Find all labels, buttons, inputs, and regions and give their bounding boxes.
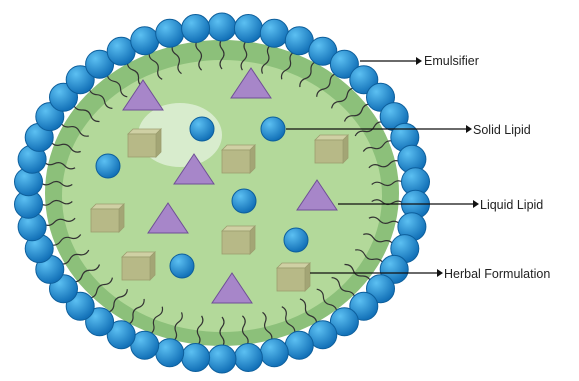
emulsifier-head-icon [156,339,184,367]
emulsifier-head-icon [131,27,159,55]
herbal-formulation-cube-icon [128,129,161,157]
solid-lipid-dot-icon [284,228,308,252]
emulsifier-head-icon [234,344,262,372]
herbal-formulation-cube-icon [222,145,255,173]
arrowhead-solid-lipid-icon [466,125,472,133]
herbal-formulation-cube-icon [122,252,155,280]
emulsifier-head-icon [156,19,184,47]
herbal-formulation-cube-icon [222,226,255,254]
solid-lipid-dot-icon [232,189,256,213]
emulsifier-head-icon [260,19,288,47]
solid-lipid-dot-icon [190,117,214,141]
emulsifier-head-icon [285,331,313,359]
emulsifier-head-icon [234,15,262,43]
emulsifier-head-icon [260,339,288,367]
callout-emulsifier: Emulsifier [360,54,479,68]
arrowhead-emulsifier-icon [416,57,422,65]
solid-lipid-dot-icon [261,117,285,141]
herbal-formulation-cube-icon [277,263,310,291]
solid-lipid-dot-icon [96,154,120,178]
arrowhead-liquid-lipid-icon [473,200,479,208]
emulsifier-head-icon [182,344,210,372]
label-solid-lipid: Solid Lipid [473,123,531,137]
emulsifier-head-icon [208,345,236,373]
emulsifier-head-icon [208,13,236,41]
label-liquid-lipid: Liquid Lipid [480,198,543,212]
emulsifier-head-icon [182,15,210,43]
label-herbal-formulation: Herbal Formulation [444,267,550,281]
arrowhead-herbal-formulation-icon [437,269,443,277]
herbal-formulation-cube-icon [91,204,124,232]
solid-lipid-dot-icon [170,254,194,278]
herbal-formulation-cube-icon [315,135,348,163]
label-emulsifier: Emulsifier [424,54,479,68]
